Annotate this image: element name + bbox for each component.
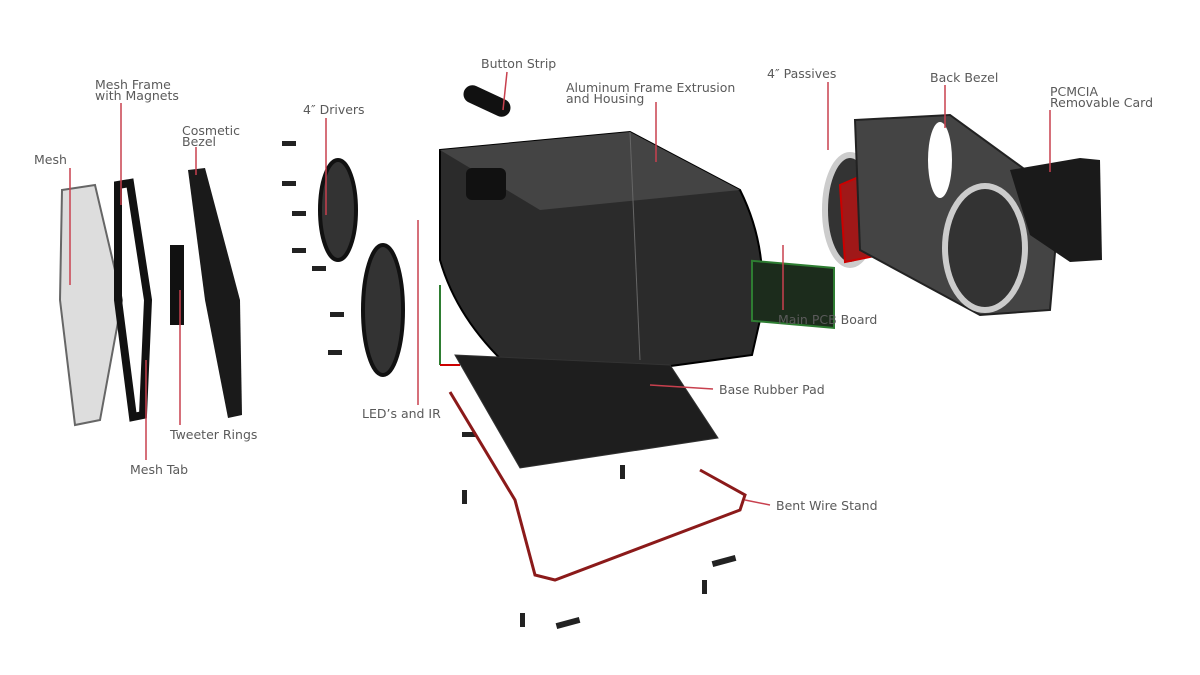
label-pcmcia-line2: Removable Card — [1050, 95, 1154, 110]
button-strip-part — [463, 85, 511, 117]
label-tweeter-rings: Tweeter Rings — [170, 427, 258, 442]
leader-lines — [69, 71, 1051, 506]
label-mesh-frame-line1: Mesh Frame — [95, 77, 171, 92]
label-drivers: 4″ Drivers — [303, 102, 365, 117]
label-mesh-frame-line2: with Magnets — [95, 88, 179, 103]
label-mesh: Mesh — [34, 152, 67, 167]
label-cosmetic-bezel-line2: Bezel — [182, 134, 216, 149]
label-leds: LED’s and IR — [362, 406, 441, 421]
mesh-frame-part — [114, 178, 153, 422]
pcb-part — [751, 259, 835, 330]
label-back-bezel: Back Bezel — [930, 70, 999, 85]
label-pcmcia-line1: PCMCIA — [1050, 84, 1099, 99]
passive-part — [942, 183, 1028, 313]
pcmcia-card-part — [1010, 158, 1102, 262]
label-mesh-tab: Mesh Tab — [130, 462, 189, 477]
wire-stand-part — [448, 391, 747, 582]
label-housing-line1: Aluminum Frame Extrusion — [566, 80, 736, 95]
tweeter-ring-part — [170, 245, 184, 325]
label-button-strip: Button Strip — [481, 56, 557, 71]
label-cosmetic-bezel-line1: Cosmetic — [182, 123, 241, 138]
cosmetic-bezel-part — [188, 168, 242, 418]
label-passives: 4″ Passives — [767, 66, 837, 81]
label-wire-stand: Bent Wire Stand — [776, 498, 878, 513]
driver-part — [318, 158, 358, 262]
screws — [282, 141, 737, 630]
driver-part — [361, 243, 405, 377]
base-pad-part — [454, 354, 719, 469]
label-housing-line2: and Housing — [566, 91, 645, 106]
label-base-pad: Base Rubber Pad — [719, 382, 825, 397]
mesh-part — [58, 183, 124, 427]
label-main-pcb: Main PCB Board — [778, 312, 878, 327]
